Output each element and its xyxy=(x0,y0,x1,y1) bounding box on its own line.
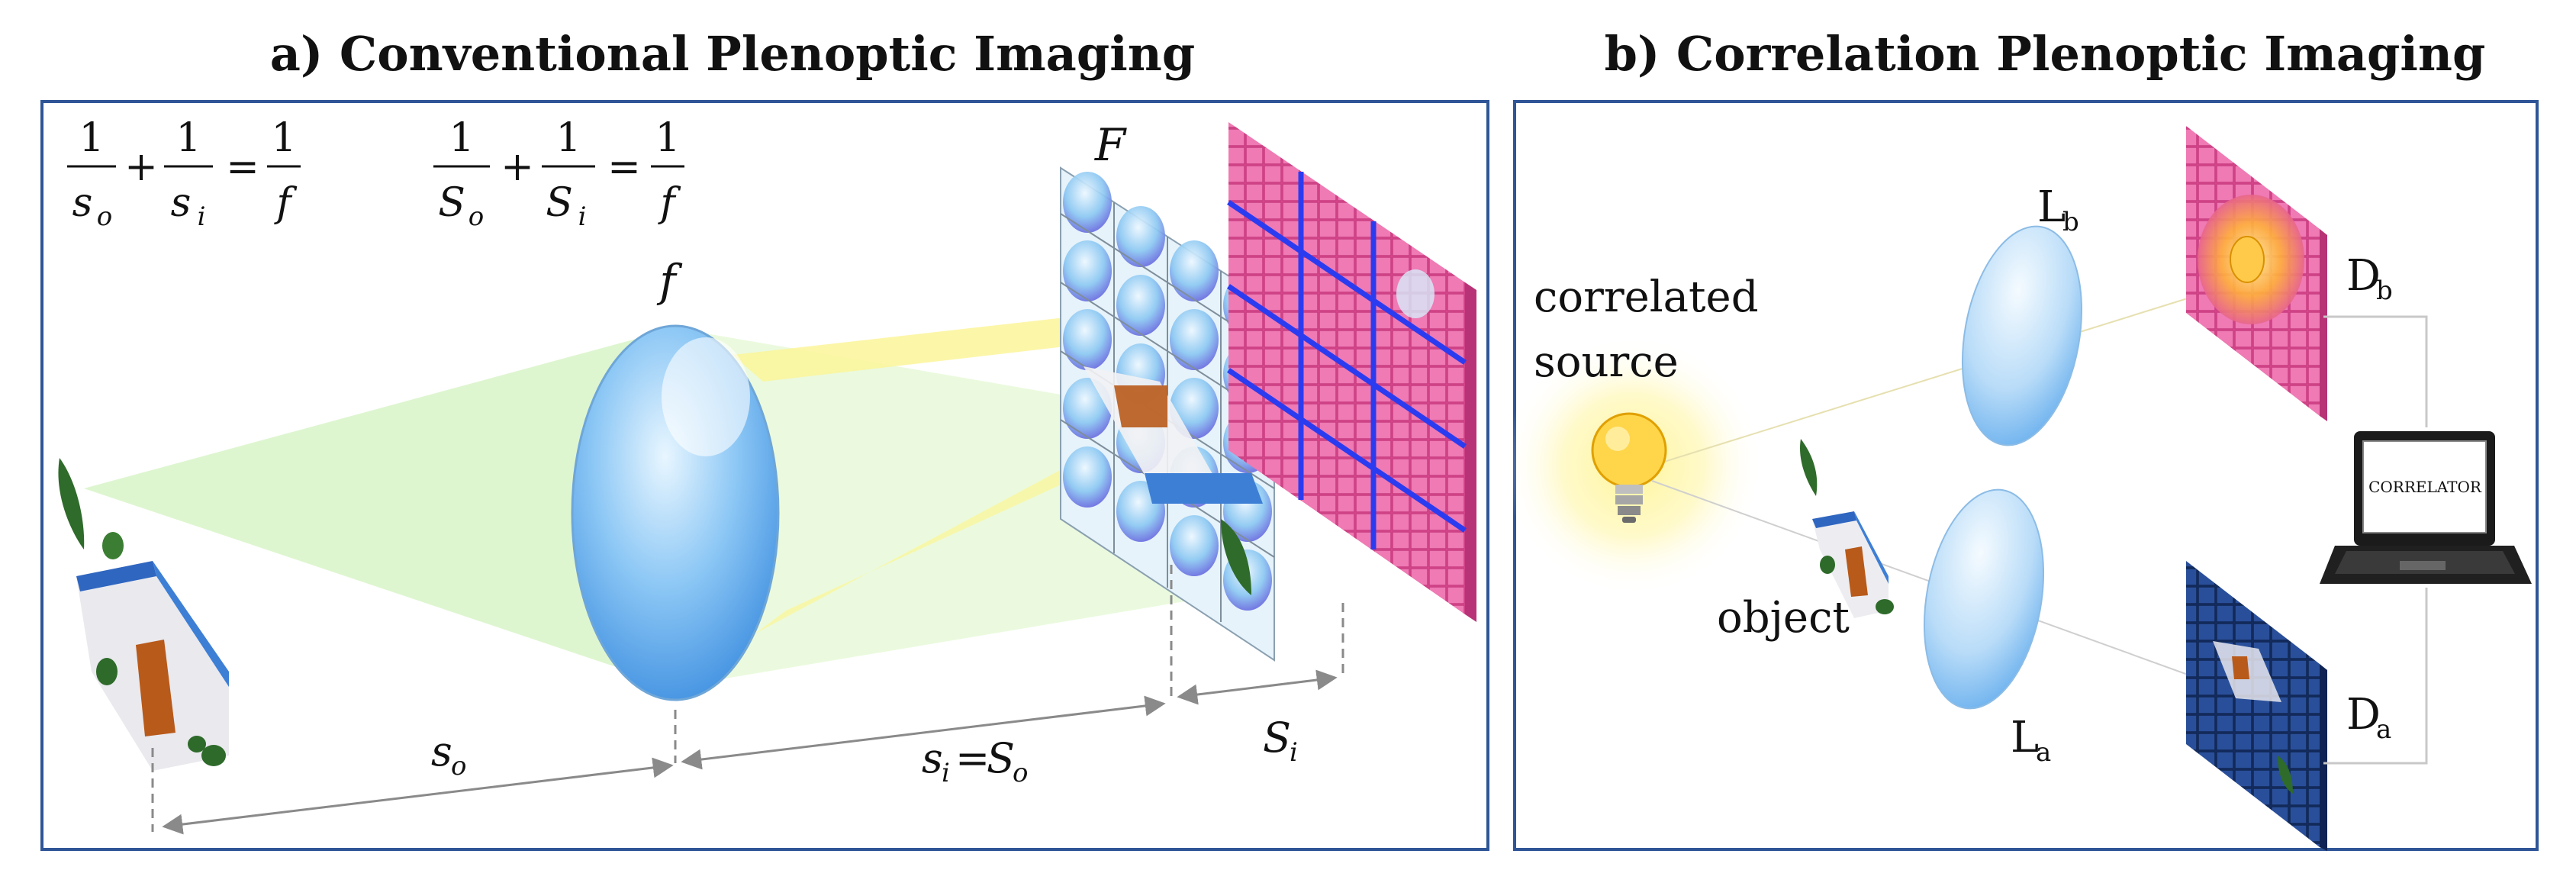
microlens xyxy=(1116,206,1165,267)
microlens xyxy=(1063,240,1112,301)
microlens xyxy=(1116,275,1165,336)
svg-text:1: 1 xyxy=(449,115,474,161)
correlated-beams xyxy=(1651,297,2191,676)
microlens xyxy=(1170,240,1219,301)
lens-b xyxy=(1961,225,2083,446)
svg-text:s: s xyxy=(431,727,452,775)
dimension-lines xyxy=(151,565,1344,835)
svg-text:=: = xyxy=(955,734,990,782)
svg-text:o: o xyxy=(451,751,466,781)
svg-text:S: S xyxy=(546,180,573,226)
svg-text:o: o xyxy=(97,201,112,232)
light-bulb-icon xyxy=(1591,412,1667,523)
svg-text:S: S xyxy=(987,734,1015,782)
lens-equation-1: 1 s o + 1 s i = 1 f xyxy=(67,115,301,232)
svg-text:+: + xyxy=(501,144,534,190)
svg-text:1: 1 xyxy=(271,115,296,161)
svg-text:L: L xyxy=(2037,182,2066,232)
main-lens-label: f xyxy=(656,255,683,307)
main-lens-highlight xyxy=(662,337,750,456)
microlens-label: F xyxy=(1094,119,1127,171)
panel-a-title: a) Conventional Plenoptic Imaging xyxy=(270,26,1195,82)
svg-text:S: S xyxy=(438,180,465,226)
svg-text:s: s xyxy=(171,180,192,226)
microlens xyxy=(1170,309,1219,370)
detector-wires xyxy=(2323,315,2428,765)
house-object-b xyxy=(1800,439,1894,618)
svg-text:a: a xyxy=(2376,714,2391,745)
object-label: object xyxy=(1717,593,1850,643)
svg-text:i: i xyxy=(198,201,206,232)
microlens xyxy=(1170,515,1219,576)
detector-a-label: D a xyxy=(2346,690,2391,745)
source-label-line2: source xyxy=(1534,337,1679,387)
lens-equation-2: 1 S o + 1 S i = 1 f xyxy=(433,115,684,232)
svg-text:s: s xyxy=(922,734,943,782)
house-object-a xyxy=(58,458,229,771)
svg-text:1: 1 xyxy=(555,115,581,161)
svg-text:f: f xyxy=(273,180,297,226)
svg-text:i: i xyxy=(578,201,587,232)
svg-text:1: 1 xyxy=(655,115,680,161)
label-Si: S i xyxy=(1263,714,1298,768)
detector-b-label: D b xyxy=(2346,251,2393,306)
panel-b-title: b) Correlation Plenoptic Imaging xyxy=(1605,26,2486,82)
svg-text:=: = xyxy=(226,144,259,190)
sensor-a xyxy=(1227,122,1476,622)
svg-text:o: o xyxy=(469,201,484,232)
svg-text:1: 1 xyxy=(79,115,104,161)
svg-text:1: 1 xyxy=(175,115,201,161)
microlens xyxy=(1063,446,1112,508)
source-label-line1: correlated xyxy=(1534,272,1759,322)
house-image-a xyxy=(1084,366,1263,595)
detector-a xyxy=(2186,561,2327,851)
svg-text:b: b xyxy=(2376,276,2393,306)
microlens xyxy=(1063,172,1112,233)
svg-text:+: + xyxy=(124,144,158,190)
svg-text:b: b xyxy=(2062,207,2079,237)
label-so: s o xyxy=(431,727,466,781)
panel-a-frame xyxy=(40,100,1489,851)
laptop-icon xyxy=(2320,431,2532,584)
lens-a xyxy=(1923,488,2045,710)
svg-text:f: f xyxy=(657,180,681,226)
lens-a-label: L a xyxy=(2011,713,2051,768)
label-si-equals-So: s i = S o xyxy=(922,734,1028,788)
laptop-screen-text: CORRELATOR xyxy=(2368,478,2482,496)
svg-text:a: a xyxy=(2036,737,2051,768)
svg-text:L: L xyxy=(2011,713,2039,762)
svg-text:i: i xyxy=(1290,737,1298,768)
detector-b xyxy=(2186,126,2327,421)
svg-text:o: o xyxy=(1013,758,1028,788)
svg-text:S: S xyxy=(1263,714,1291,762)
svg-text:=: = xyxy=(607,144,641,190)
svg-text:D: D xyxy=(2346,690,2381,740)
svg-text:D: D xyxy=(2346,251,2381,301)
svg-text:i: i xyxy=(942,758,950,788)
microlens xyxy=(1063,309,1112,370)
lens-b-label: L b xyxy=(2037,182,2079,237)
svg-text:s: s xyxy=(72,180,93,226)
